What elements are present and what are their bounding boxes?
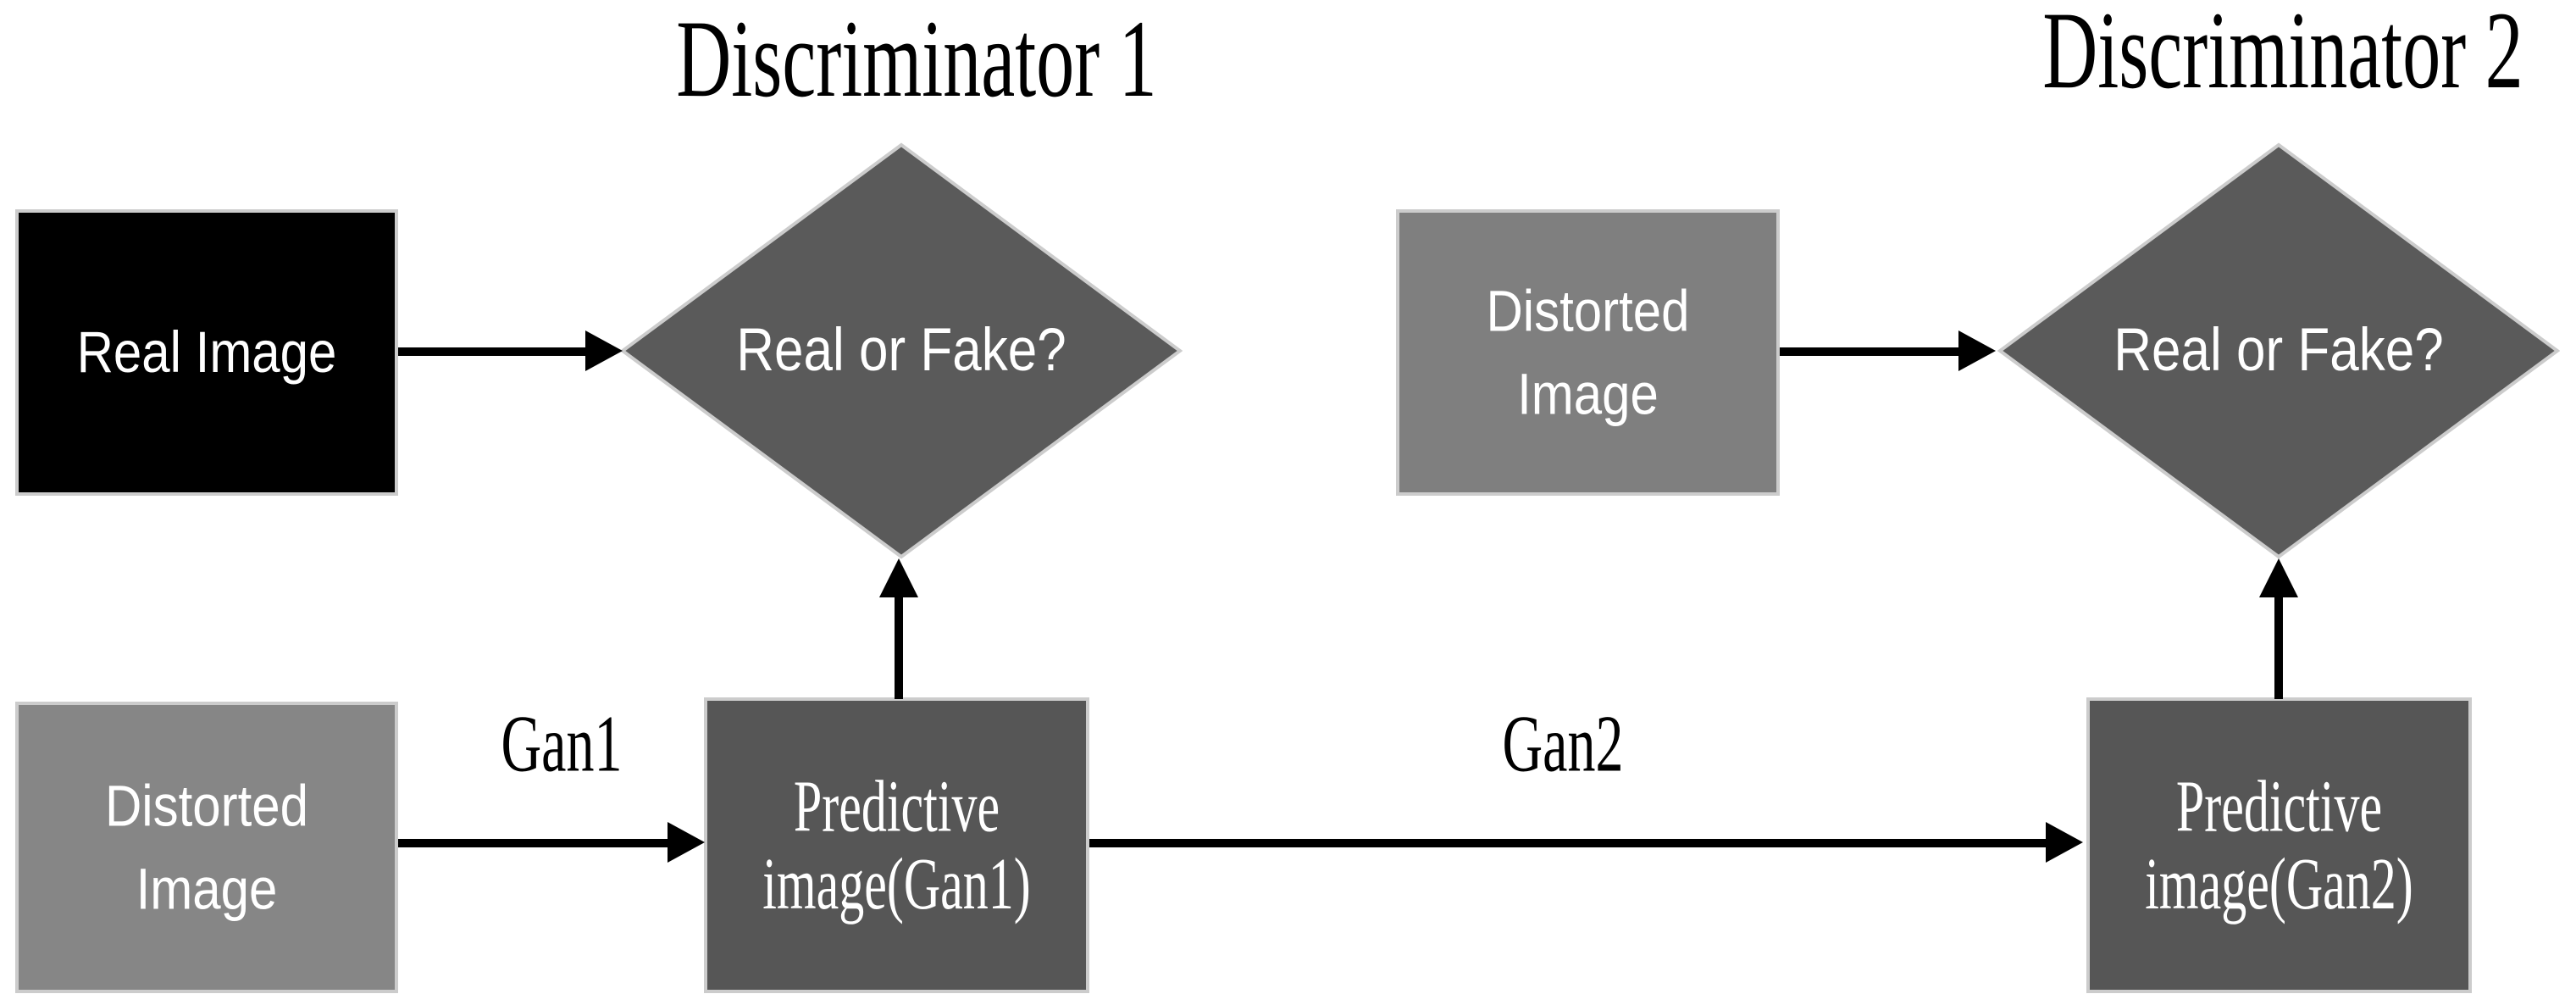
arrow-shaft	[2274, 596, 2283, 699]
gan1-label: Gan1	[501, 703, 623, 785]
distorted-image-bottom-node: Distorted Image	[15, 702, 398, 993]
arrowhead-up-icon	[879, 558, 918, 597]
diamond-polygon	[1997, 142, 2560, 559]
distorted-image-top-line1: Distorted	[1486, 278, 1690, 344]
discriminator1-title: Discriminator 1	[676, 4, 1156, 115]
distorted-image-bottom-line1: Distorted	[104, 773, 309, 839]
predictive-image-gan2-label: Predictive image(Gan2)	[2145, 765, 2413, 924]
arrow-shaft	[1780, 347, 1960, 356]
arrowhead-right-icon	[668, 822, 705, 863]
arrowhead-up-icon	[2259, 558, 2298, 597]
discriminator2-decision-label: Real or Fake?	[2113, 316, 2444, 385]
arrow-shaft	[398, 347, 587, 356]
discriminator2-title-text: Discriminator 2	[2042, 0, 2523, 113]
discriminator2-title: Discriminator 2	[2042, 0, 2523, 107]
diamond-polygon	[620, 142, 1183, 559]
predictive-image-gan1-label: Predictive image(Gan1)	[762, 765, 1031, 924]
predictive-image-gan1-node: Predictive image(Gan1)	[704, 697, 1089, 993]
predictive-image-gan1-line2: image(Gan1)	[762, 842, 1031, 924]
gan2-label-text: Gan2	[1502, 699, 1624, 790]
distorted-image-top-line2: Image	[1517, 361, 1659, 427]
diamond-shape	[1997, 142, 2560, 559]
distorted-image-top-node: Distorted Image	[1396, 209, 1780, 496]
distorted-image-bottom-line2: Image	[136, 856, 278, 922]
discriminator1-title-text: Discriminator 1	[676, 0, 1157, 121]
arrow-shaft	[1089, 839, 2047, 847]
discriminator1-diamond: Real or Fake?	[620, 142, 1183, 559]
predictive-image-gan2-line2: image(Gan2)	[2145, 842, 2413, 924]
real-image-node: Real Image	[15, 209, 398, 496]
predictive-image-gan1-line1: Predictive	[793, 765, 1000, 847]
discriminator1-decision-label: Real or Fake?	[736, 316, 1066, 385]
arrow-shaft	[895, 596, 903, 699]
arrow-shaft	[398, 839, 669, 847]
arrowhead-right-icon	[585, 330, 623, 371]
diamond-shape	[620, 142, 1183, 559]
discriminator2-diamond: Real or Fake?	[1997, 142, 2560, 559]
gan1-label-text: Gan1	[501, 699, 623, 790]
arrowhead-right-icon	[1958, 330, 1996, 371]
real-image-label: Real Image	[76, 319, 337, 385]
distorted-image-top-label: Distorted Image	[1486, 269, 1689, 436]
gan2-label: Gan2	[1503, 703, 1624, 785]
predictive-image-gan2-node: Predictive image(Gan2)	[2086, 697, 2472, 993]
distorted-image-bottom-label: Distorted Image	[105, 764, 308, 930]
predictive-image-gan2-line1: Predictive	[2175, 765, 2383, 847]
arrowhead-right-icon	[2046, 822, 2083, 863]
